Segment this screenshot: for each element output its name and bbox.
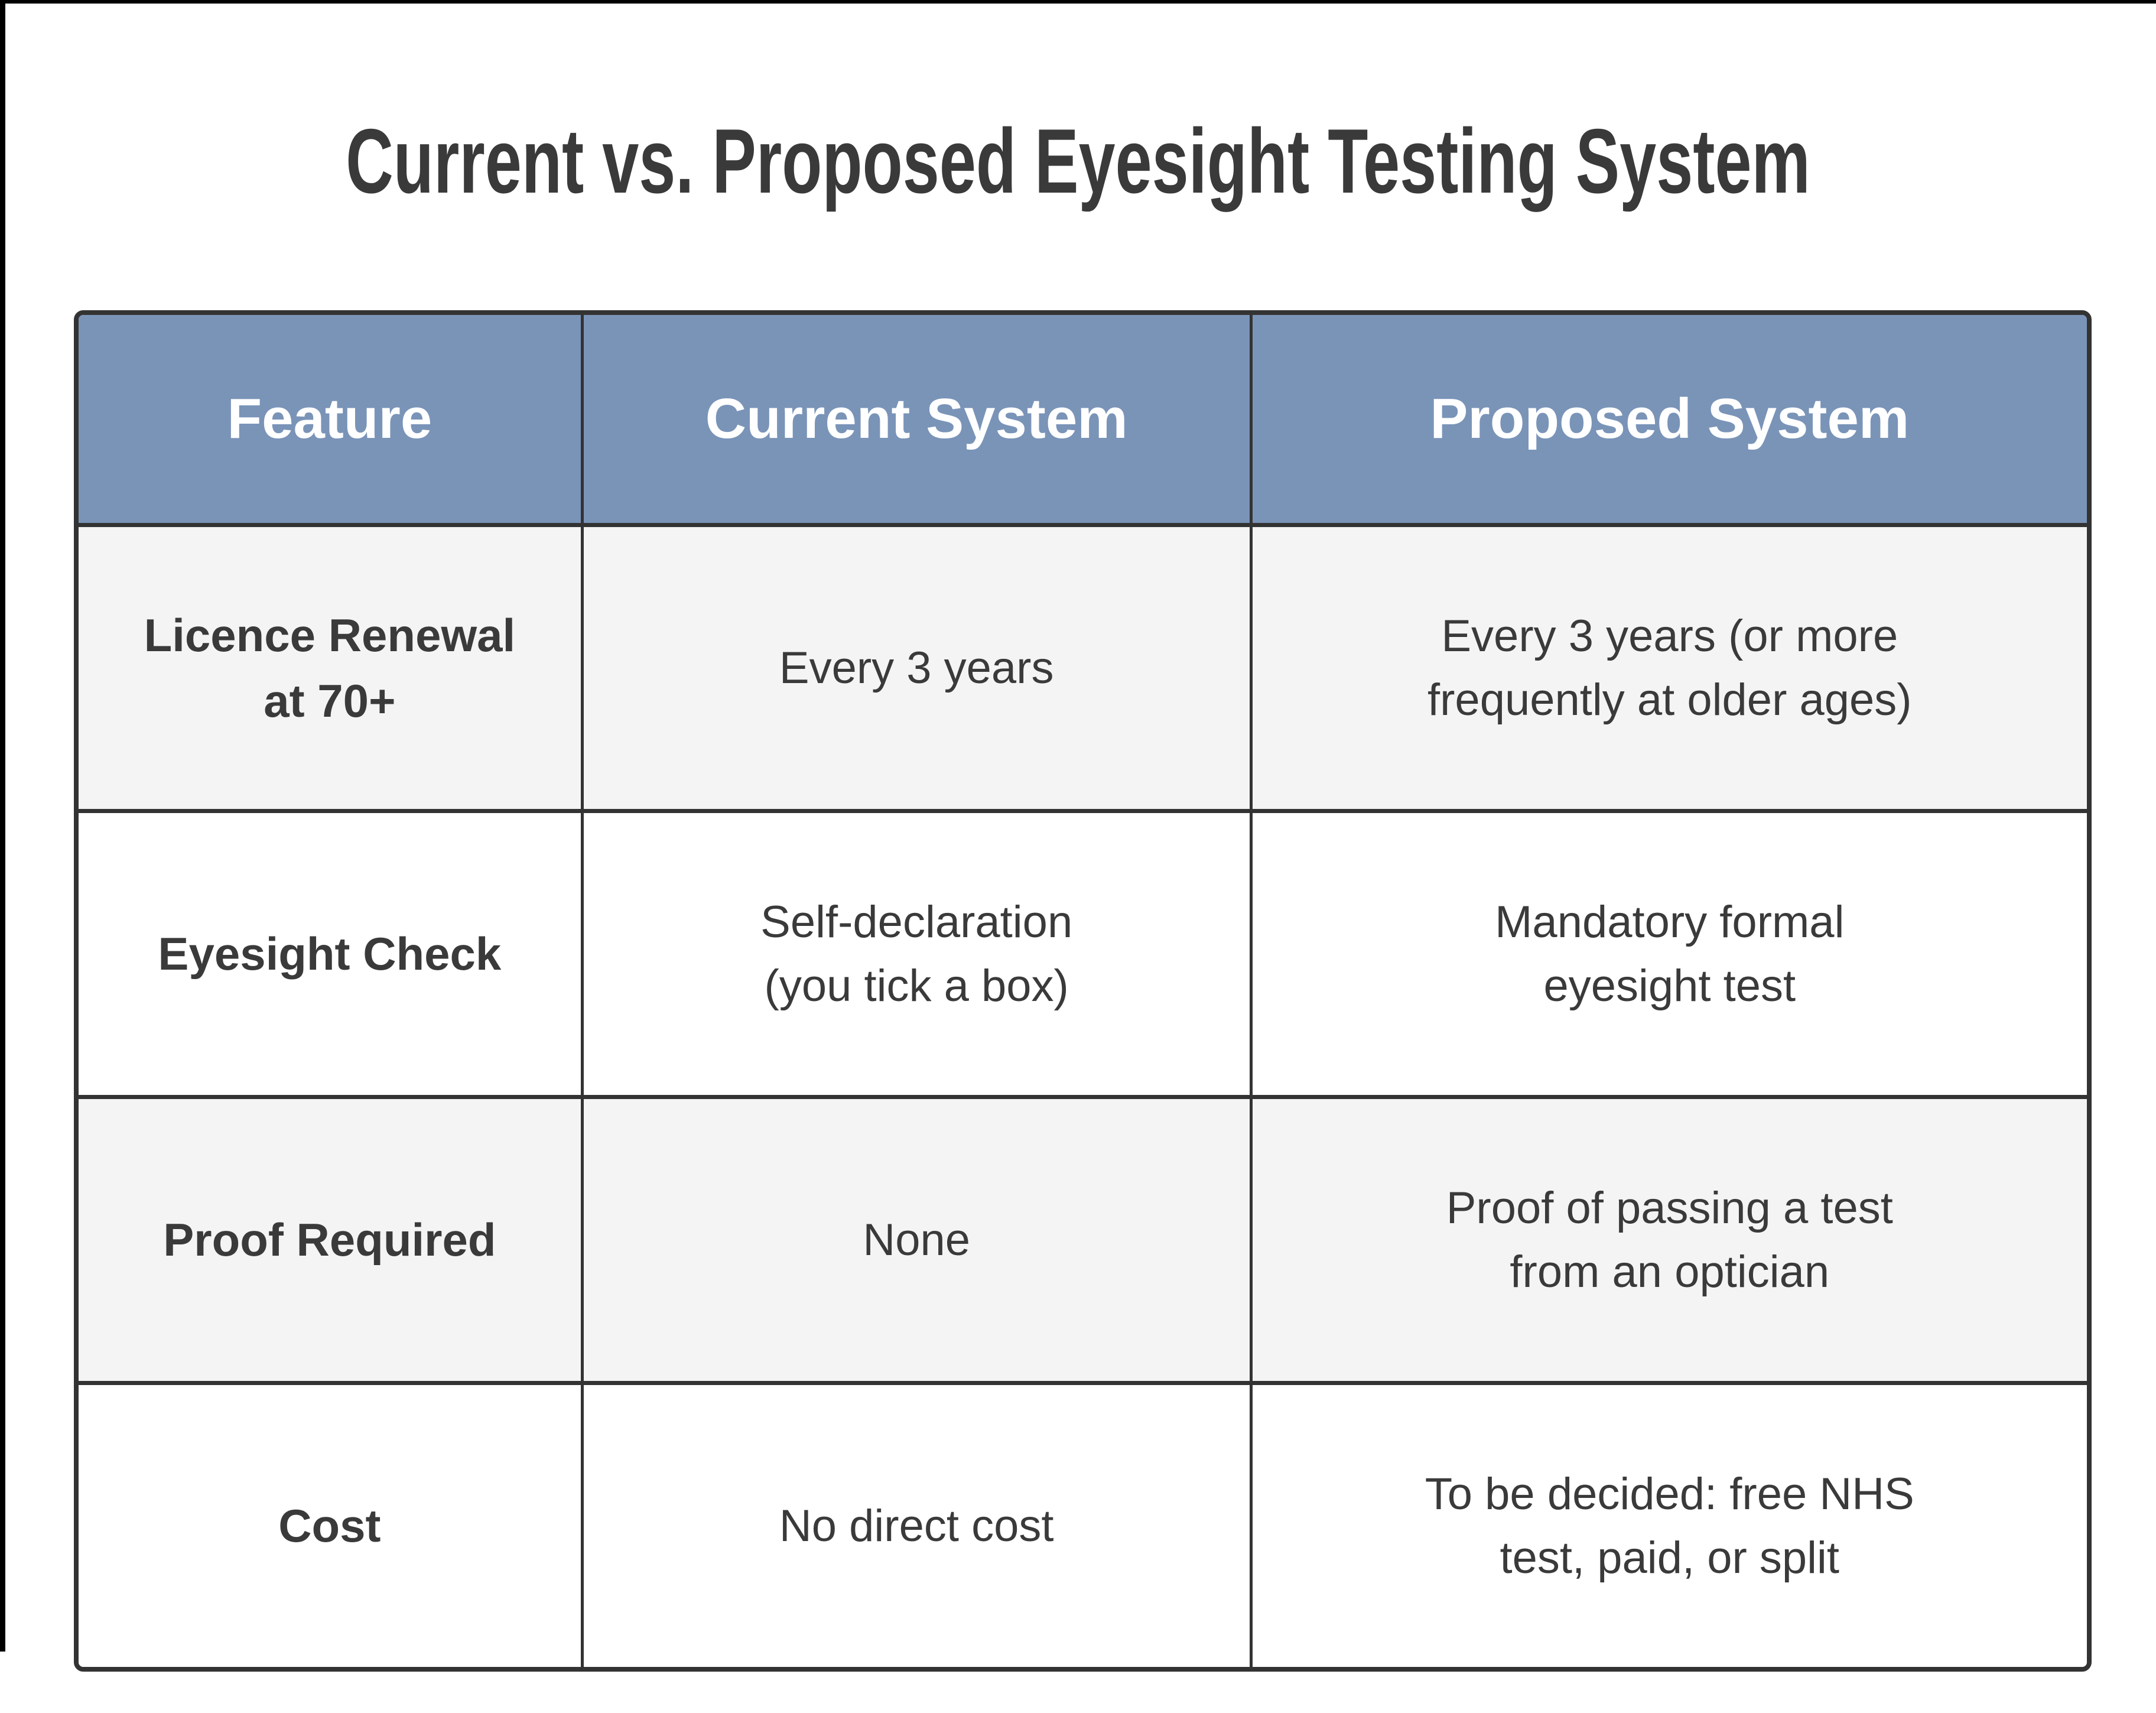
page-title: Current vs. Proposed Eyesight Testing Sy… [346, 110, 1810, 212]
table-row-eyesight-check: Eyesight Check Self-declaration (you tic… [79, 809, 2087, 1095]
table-row-cost: Cost No direct cost To be decided: free … [79, 1381, 2087, 1667]
screenshot-edge-left [0, 0, 5, 1652]
screenshot-edge-top [0, 0, 2156, 4]
current-system-cell: Every 3 years [580, 527, 1250, 809]
header-cell-current-system: Current System [580, 315, 1250, 523]
current-system-cell: None [580, 1099, 1250, 1381]
feature-cell: Eyesight Check [158, 928, 502, 980]
table-header-row: Feature Current System Proposed System [79, 315, 2087, 523]
proposed-system-cell: To be decided: free NHS test, paid, or s… [1249, 1385, 2087, 1667]
current-system-cell: No direct cost [580, 1385, 1250, 1667]
proposed-system-cell: Proof of passing a test from an optician [1249, 1099, 2087, 1381]
current-system-cell: Self-declaration (you tick a box) [580, 813, 1250, 1095]
table-row-licence-renewal: Licence Renewal at 70+ Every 3 years Eve… [79, 523, 2087, 809]
table-row-proof-required: Proof Required None Proof of passing a t… [79, 1095, 2087, 1381]
feature-cell: Proof Required [163, 1214, 496, 1266]
proposed-system-cell: Every 3 years (or more frequently at old… [1249, 527, 2087, 809]
feature-cell: Cost [278, 1500, 381, 1552]
feature-cell: Licence Renewal at 70+ [144, 609, 516, 727]
header-cell-proposed-system: Proposed System [1249, 315, 2087, 523]
comparison-table: Feature Current System Proposed System L… [74, 310, 2092, 1672]
header-cell-feature: Feature [227, 386, 432, 450]
proposed-system-cell: Mandatory formal eyesight test [1249, 813, 2087, 1095]
